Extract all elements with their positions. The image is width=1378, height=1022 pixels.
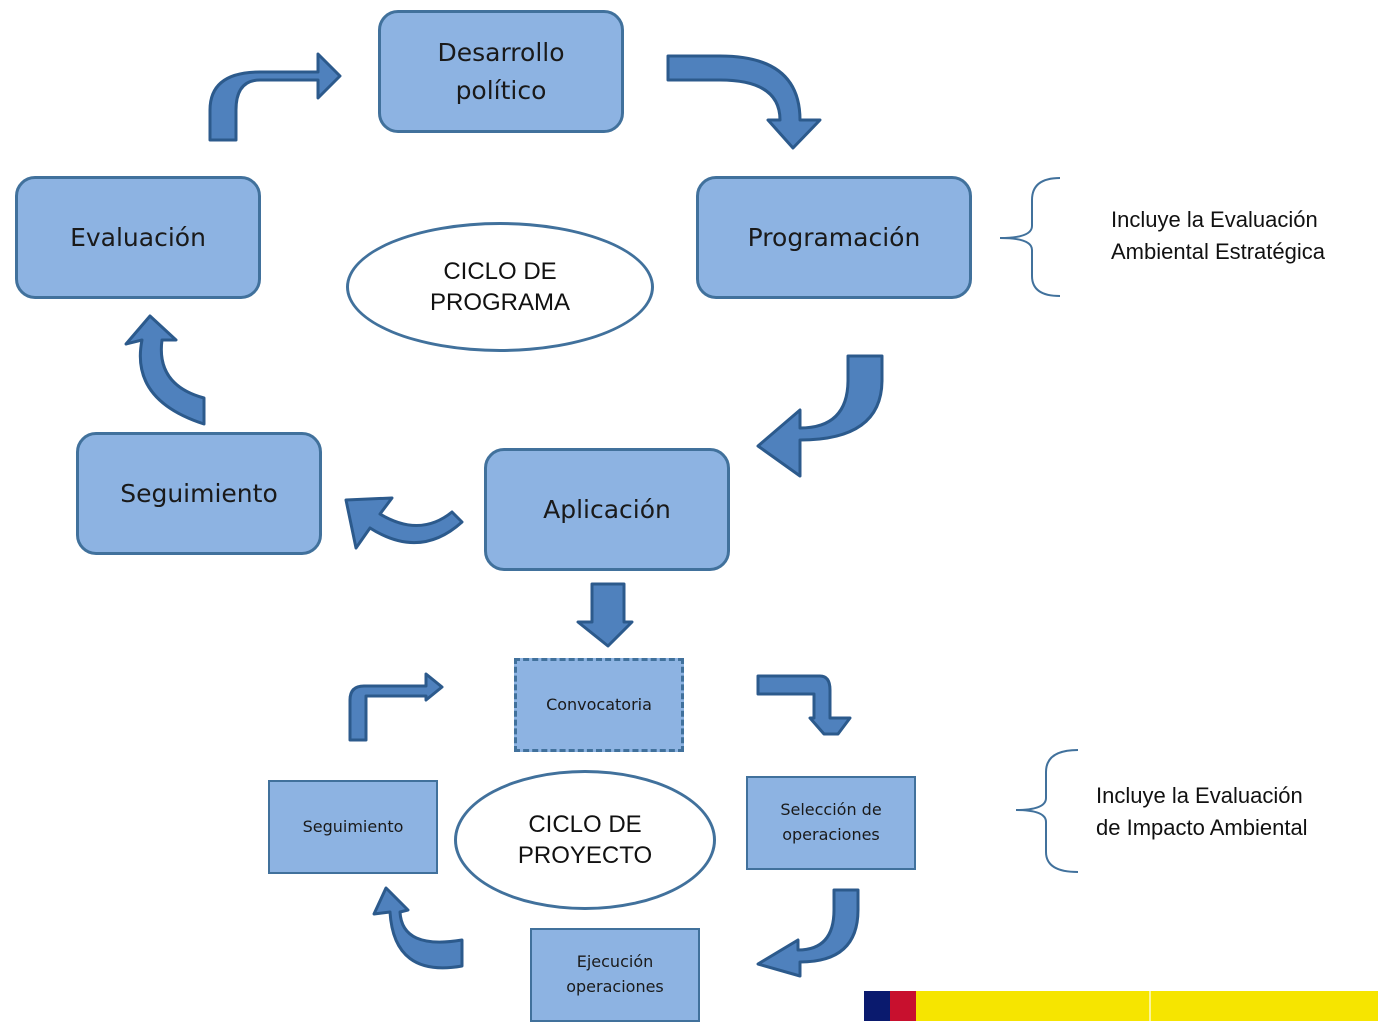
node-desarrollo-politico: Desarrollo político: [378, 10, 624, 133]
node-seleccion-operaciones: Selección de operaciones: [746, 776, 916, 870]
ciclo-proyecto-label: CICLO DE PROYECTO: [517, 810, 653, 869]
flag-strip: [864, 991, 1378, 1021]
arrow-evaluacion-to-desarrollo: [208, 52, 342, 142]
node-aplicacion-label: Aplicación: [543, 494, 671, 524]
node-seguimiento-proyecto-label: Seguimiento: [302, 816, 404, 836]
arrow-ejecucion-to-seguimiento: [372, 886, 464, 970]
ciclo-programa-ellipse: CICLO DE PROGRAMA: [346, 222, 654, 352]
node-seguimiento-label: Seguimiento: [120, 478, 278, 508]
node-ejecucion-operaciones: Ejecución operaciones: [530, 928, 700, 1022]
arrow-desarrollo-to-programacion: [666, 54, 822, 150]
note-evaluacion-estrategica: Incluye la Evaluación Ambiental Estratég…: [1111, 207, 1325, 264]
node-desarrollo-politico-label: Desarrollo político: [437, 38, 565, 105]
node-programacion: Programación: [696, 176, 972, 299]
brace-programa: [999, 177, 1061, 297]
ciclo-proyecto-ellipse: CICLO DE PROYECTO: [454, 770, 716, 910]
node-convocatoria-label: Convocatoria: [546, 694, 652, 714]
node-seguimiento-proyecto: Seguimiento: [268, 780, 438, 874]
arrow-seleccion-to-ejecucion: [756, 888, 860, 978]
node-aplicacion: Aplicación: [484, 448, 730, 571]
node-convocatoria: Convocatoria: [514, 658, 684, 752]
node-evaluacion-label: Evaluación: [70, 222, 206, 252]
node-seguimiento: Seguimiento: [76, 432, 322, 555]
arrow-aplicacion-to-seguimiento: [344, 496, 464, 550]
arrow-seguimiento-to-evaluacion: [124, 314, 206, 426]
node-ejecucion-operaciones-label: Ejecución operaciones: [566, 952, 664, 996]
note-evaluacion-impacto: Incluye la Evaluación de Impacto Ambient…: [1096, 783, 1308, 840]
brace-proyecto: [1015, 749, 1079, 873]
node-evaluacion: Evaluación: [15, 176, 261, 299]
arrow-convocatoria-to-seleccion: [756, 674, 852, 736]
node-seleccion-operaciones-label: Selección de operaciones: [780, 800, 882, 844]
node-programacion-label: Programación: [747, 222, 921, 252]
arrow-aplicacion-to-convocatoria: [576, 582, 634, 648]
ciclo-programa-label: CICLO DE PROGRAMA: [429, 257, 570, 316]
arrow-programacion-to-aplicacion: [756, 354, 884, 478]
arrow-seguimiento-to-convocatoria: [348, 672, 444, 742]
